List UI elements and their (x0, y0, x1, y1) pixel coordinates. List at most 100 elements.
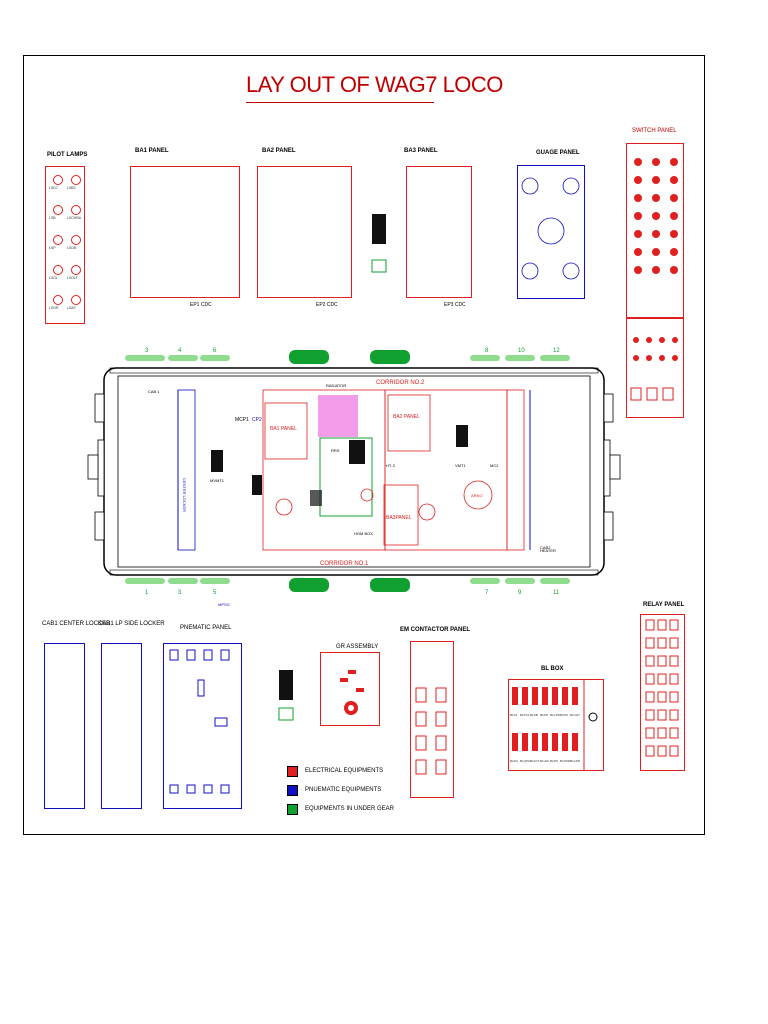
bl-switch (532, 733, 538, 751)
pilot-lamp (71, 235, 81, 245)
bl-switch (542, 687, 548, 705)
bl-switch (552, 687, 558, 705)
switch-knob (670, 248, 678, 256)
legend-undergear-swatch (287, 804, 298, 815)
pneumatic-panel (163, 643, 242, 809)
pilot-lamp-label: LSCHBA (67, 216, 82, 220)
pneumatic-valve (169, 784, 179, 794)
bl-switch (562, 687, 568, 705)
pneumatic-valve (203, 649, 213, 661)
page-title: LAY OUT OF WAG7 LOCO (246, 72, 503, 97)
pneumatic-valve (186, 649, 196, 661)
switch-panel-lower (626, 318, 684, 418)
em-contactor (435, 735, 447, 751)
switch-knob (652, 230, 660, 238)
legend-electrical-label: ELECTRICAL EQUIPMENTS (305, 768, 384, 774)
ba1-panel (130, 166, 240, 298)
loco-body (87, 350, 621, 592)
bl-label: BLPR (540, 713, 549, 717)
switch-knob-small (672, 337, 678, 343)
pneumatic-components (169, 649, 230, 794)
pilot-lamp-label: LSOLT (67, 276, 78, 280)
bl-box-switches: BLS1BLRABLKS1BLQPCBLRBBLDJTBLPRBLHWBLCPD… (510, 679, 598, 771)
bl-switch (542, 733, 548, 751)
legend-electrical-swatch (287, 766, 298, 777)
vmt1-label: VMT1 (455, 463, 466, 468)
cab1-center-locker (44, 643, 85, 809)
em-contactor (435, 759, 447, 775)
cab1-center-locker-label: CAB1 CENTER LOCKER (42, 621, 111, 627)
center-locker-label: CENTER LOCKER (182, 478, 187, 512)
switch-knob-small (659, 355, 665, 361)
em-contactor (415, 687, 427, 703)
bl-box (508, 679, 604, 771)
em-contactor-panel (410, 641, 454, 798)
relay-block (645, 619, 655, 631)
pilot-lamps-label: PILOT LAMPS (47, 152, 88, 158)
relay-block (669, 709, 679, 721)
pneumatic-valve (220, 649, 230, 661)
switch-knob (670, 212, 678, 220)
pilot-lamp-label: LSDJ (49, 186, 58, 190)
switch-knob (634, 230, 642, 238)
legend-pneumatic-swatch (287, 785, 298, 796)
switch-knob (652, 248, 660, 256)
switch-knob (670, 176, 678, 184)
switch-knob-small (659, 337, 665, 343)
guage-panel (517, 165, 585, 299)
black-transformers (278, 214, 387, 721)
section-number-bottom: 1 (145, 590, 149, 596)
title-underline (246, 102, 434, 103)
switch-knob (652, 176, 660, 184)
pilot-lamp-label: LSOB (67, 246, 77, 250)
switch-knob (634, 194, 642, 202)
switch-knob (634, 212, 642, 220)
bl-label: BLS1 (510, 713, 518, 717)
switch-knob (670, 158, 678, 166)
legend-pneumatic-label: PNUEMATIC EQUIPMENTS (305, 787, 382, 793)
pneumatic-panel-label: PNEMATIC PANEL (180, 625, 232, 631)
section-number-top: 3 (145, 348, 149, 354)
switch-block (630, 387, 642, 401)
bl-label: BLKS1 (520, 713, 530, 717)
section-number-top: 12 (553, 348, 560, 354)
relay-block (669, 745, 679, 757)
switch-knob (652, 194, 660, 202)
section-number-top: 6 (213, 348, 217, 354)
relay-block (657, 709, 667, 721)
bl-switch (552, 733, 558, 751)
pilot-lamp-label: LSB (49, 216, 56, 220)
cp2-label: CP2 (252, 417, 262, 423)
relay-block (669, 619, 679, 631)
em-contactor (415, 759, 427, 775)
mpsg-label: MPSG (218, 602, 230, 607)
bl-switch (512, 687, 518, 705)
relay-block (657, 619, 667, 631)
ba3-panel (406, 166, 472, 298)
ep2-cdc-label: EP2 CDC (316, 302, 338, 308)
relay-blocks (645, 619, 679, 757)
bl-switch (572, 687, 578, 705)
ba3-panel-label: BA3 PANEL (404, 148, 438, 154)
switch-knob (634, 266, 642, 274)
em-contactor (435, 687, 447, 703)
relay-block (657, 745, 667, 757)
switch-knob (652, 158, 660, 166)
cab2-label: CAB2 (540, 545, 551, 550)
cab1-lp-locker-label: CAB1 LP SIDE LOCKER (98, 621, 165, 627)
switch-block (646, 387, 658, 401)
pilot-lamp (71, 295, 81, 305)
ba1-inner-label: BA1 PANEL (270, 426, 297, 432)
relay-block (657, 691, 667, 703)
pilot-lamp (71, 175, 81, 185)
cab1-label: CAB 1 (148, 389, 160, 394)
bl-key (588, 712, 598, 722)
switch-knob (670, 266, 678, 274)
em-contactor-panel-label: EM CONTACTOR PANEL (400, 627, 470, 633)
switch-knob-small (646, 355, 652, 361)
ba3-inner-label: BA3PANEL (386, 515, 412, 521)
ht3-label: HT-3 (386, 463, 395, 468)
bl-switch (572, 733, 578, 751)
ba2-panel (257, 166, 352, 298)
